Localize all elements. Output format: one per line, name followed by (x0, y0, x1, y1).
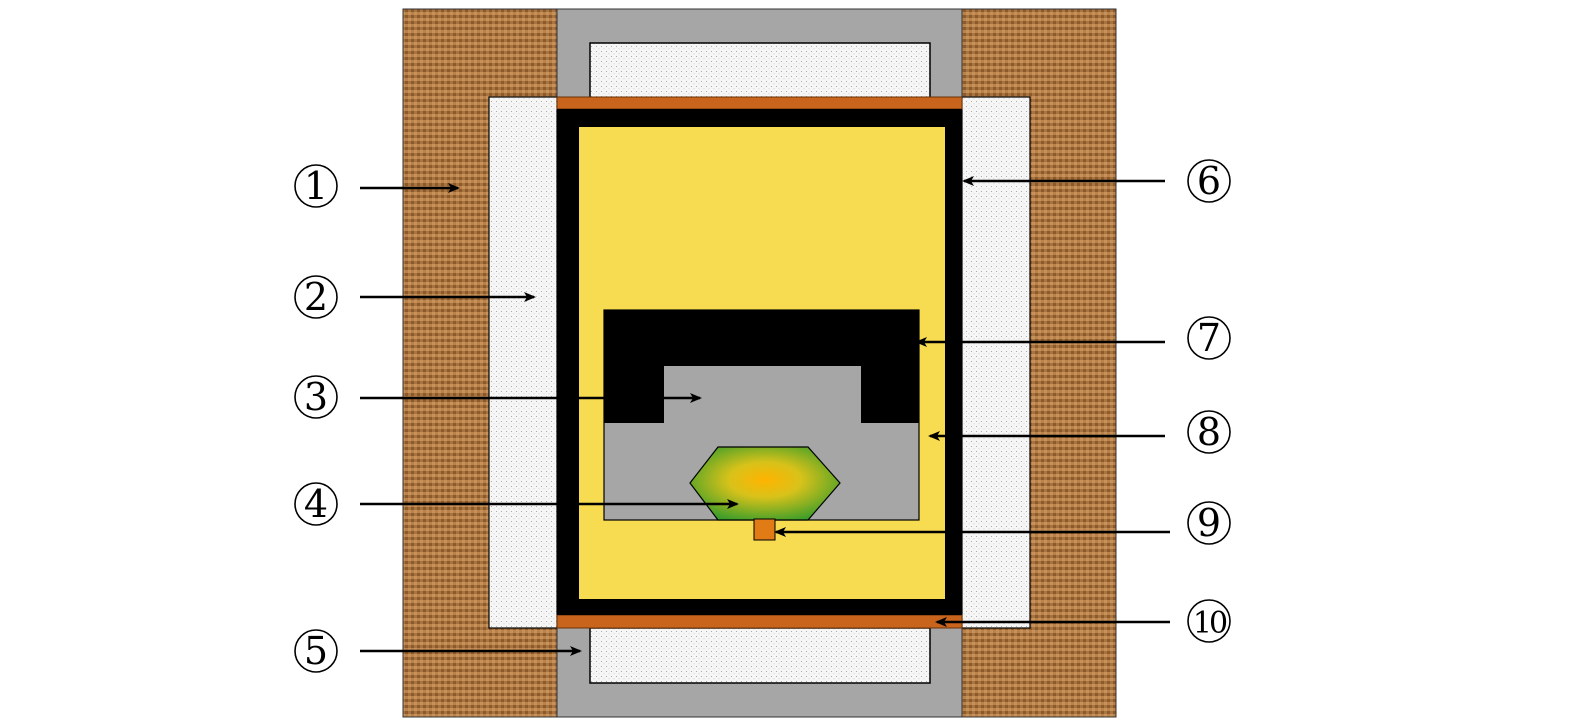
insulation-sleeve-right (961, 96, 1031, 629)
label-8: 8 (1187, 410, 1231, 454)
label-3-text: 3 (304, 375, 328, 419)
label-10-text: 10 (1193, 606, 1227, 641)
label-6-text: 6 (1197, 159, 1221, 203)
black-cap (604, 310, 919, 423)
label-1: 1 (294, 164, 338, 208)
label-6: 6 (1187, 159, 1231, 203)
insulation-plug-bottom (589, 627, 931, 684)
label-4-text: 4 (304, 482, 328, 526)
label-8-text: 8 (1197, 410, 1221, 454)
label-5-text: 5 (304, 629, 328, 673)
label-4: 4 (294, 482, 338, 526)
copper-plate-bottom (556, 614, 963, 629)
label-2-text: 2 (304, 275, 328, 319)
label-7: 7 (1187, 316, 1231, 360)
insulation-sleeve-left (488, 96, 558, 629)
label-7-text: 7 (1197, 316, 1221, 360)
copper-plate-top (556, 96, 963, 110)
insulation-plug-top (589, 42, 931, 99)
label-9-text: 9 (1197, 501, 1221, 545)
label-10: 10 (1187, 599, 1231, 643)
crystal (689, 446, 841, 521)
label-3: 3 (294, 375, 338, 419)
label-9: 9 (1187, 501, 1231, 545)
seed-crystal (753, 518, 776, 541)
label-1-text: 1 (304, 164, 328, 208)
label-2: 2 (294, 275, 338, 319)
label-5: 5 (294, 629, 338, 673)
